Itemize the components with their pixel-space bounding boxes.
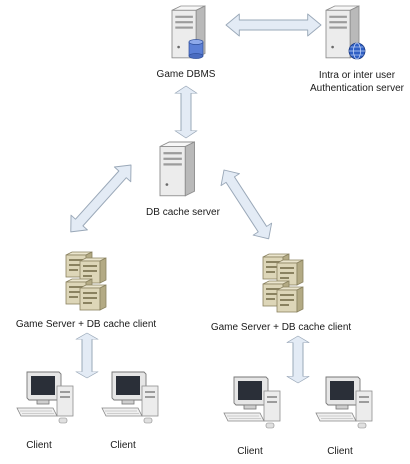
game-server-left-node: Game Server + DB cache client [16, 251, 157, 330]
game-server-left-label: Game Server + DB cache client [16, 319, 157, 330]
arrow-cache-right-server [214, 163, 279, 246]
double-arrow-icon [214, 163, 279, 246]
client-node: Client [16, 371, 74, 451]
client-label: Client [237, 446, 263, 457]
server-rack-icon [65, 251, 107, 311]
game-server-right-label: Game Server + DB cache client [211, 322, 352, 333]
client-node: Client [101, 371, 159, 451]
desktop-computer-icon [223, 376, 281, 429]
arrow-dbms-cache [174, 85, 198, 139]
auth-server-node: Intra or inter user Authentication serve… [310, 5, 405, 94]
desktop-computer-icon [16, 371, 74, 424]
client-label: Client [110, 440, 136, 451]
database-cylinder-icon [188, 39, 204, 59]
arrow-left-server-clients [75, 332, 99, 379]
client-node: Client [223, 376, 281, 457]
arrow-dbms-auth [225, 13, 322, 37]
double-arrow-icon [286, 335, 310, 384]
server-tower-icon [159, 141, 196, 197]
client-label: Client [26, 440, 52, 451]
arrow-right-server-clients [286, 335, 310, 384]
client-label: Client [327, 446, 353, 457]
game-dbms-label: Game DBMS [157, 69, 216, 80]
arrow-cache-left-server [62, 157, 140, 240]
double-arrow-icon [174, 85, 198, 139]
desktop-computer-icon [101, 371, 159, 424]
auth-server-label-line-2: Authentication server [310, 83, 405, 94]
db-cache-server-node: DB cache server [146, 141, 221, 218]
db-cache-server-label: DB cache server [146, 207, 221, 218]
double-arrow-icon [225, 13, 322, 37]
game-server-right-node: Game Server + DB cache client [211, 253, 352, 333]
desktop-computer-icon [315, 376, 373, 429]
game-dbms-node: Game DBMS [157, 5, 216, 80]
double-arrow-icon [75, 332, 99, 379]
auth-server-label-line-1: Intra or inter user [319, 70, 396, 81]
server-rack-icon [262, 253, 304, 313]
globe-icon [348, 42, 366, 60]
double-arrow-icon [62, 157, 140, 240]
client-node: Client [315, 376, 373, 457]
